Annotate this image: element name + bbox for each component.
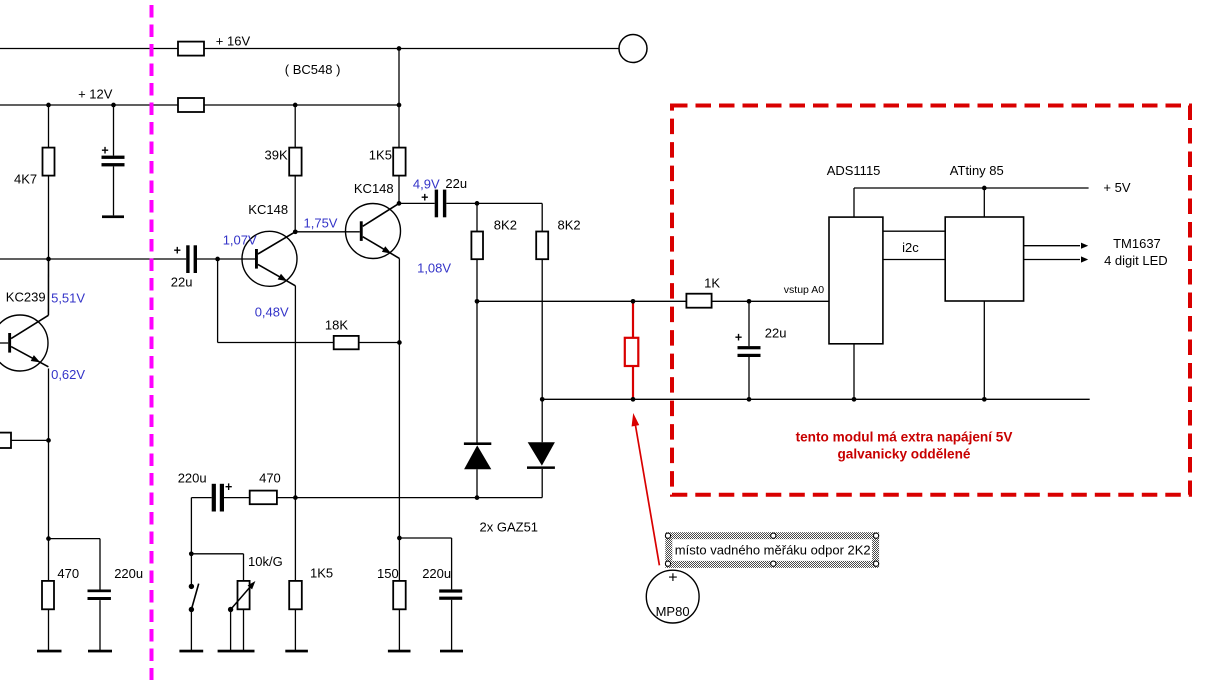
svg-text:1,07V: 1,07V: [223, 232, 257, 247]
svg-text:4K7: 4K7: [14, 172, 37, 187]
svg-text:470: 470: [259, 470, 281, 485]
svg-text:KC239: KC239: [6, 290, 46, 305]
svg-text:10k/G: 10k/G: [248, 554, 283, 569]
svg-text:0,62V: 0,62V: [51, 367, 85, 382]
svg-text:4 digit LED: 4 digit LED: [1104, 253, 1168, 268]
svg-text:MP80: MP80: [656, 604, 690, 619]
svg-text:22u: 22u: [765, 326, 787, 341]
svg-text:220u: 220u: [178, 470, 207, 485]
svg-text:1K5: 1K5: [310, 566, 333, 581]
svg-text:i2c: i2c: [902, 240, 919, 255]
svg-text:vstup A0: vstup A0: [784, 284, 824, 296]
svg-text:tento modul má extra napájení: tento modul má extra napájení 5V: [796, 430, 1013, 445]
svg-text:220u: 220u: [422, 566, 451, 581]
svg-text:místo vadného měřáku odpor 2K2: místo vadného měřáku odpor 2K2: [675, 543, 871, 558]
svg-text:22u: 22u: [171, 275, 193, 290]
svg-text:4,9V: 4,9V: [413, 176, 440, 191]
svg-text:5,51V: 5,51V: [51, 290, 85, 305]
svg-text:8K2: 8K2: [494, 217, 517, 232]
svg-text:1K5: 1K5: [369, 147, 392, 162]
svg-text:+: +: [174, 243, 181, 257]
svg-text:1K: 1K: [704, 275, 720, 290]
svg-text:8K2: 8K2: [558, 217, 581, 232]
svg-text:150: 150: [377, 566, 399, 581]
svg-text:1,75V: 1,75V: [304, 215, 338, 230]
svg-text:18K: 18K: [325, 318, 348, 333]
svg-text:39K: 39K: [265, 147, 288, 162]
svg-text:+ 5V: + 5V: [1103, 180, 1130, 195]
svg-text:( BC548 ): ( BC548 ): [285, 62, 341, 77]
svg-text:TM1637: TM1637: [1113, 236, 1161, 251]
svg-text:+: +: [421, 190, 428, 204]
svg-text:1,08V: 1,08V: [417, 261, 451, 276]
svg-text:2x GAZ51: 2x GAZ51: [480, 520, 539, 535]
svg-text:+: +: [735, 331, 742, 345]
svg-text:+: +: [225, 480, 232, 494]
svg-text:ADS1115: ADS1115: [827, 163, 881, 178]
svg-text:+: +: [101, 144, 108, 158]
svg-text:22u: 22u: [445, 176, 467, 191]
svg-text:0,48V: 0,48V: [255, 305, 289, 320]
svg-text:+: +: [668, 570, 677, 587]
svg-text:220u: 220u: [114, 566, 143, 581]
svg-text:+ 16V: + 16V: [216, 34, 251, 49]
svg-text:galvanicky oddělené: galvanicky oddělené: [838, 447, 971, 462]
svg-text:KC148: KC148: [248, 202, 288, 217]
svg-text:470: 470: [57, 566, 79, 581]
svg-text:ATtiny 85: ATtiny 85: [950, 163, 1004, 178]
svg-text:+ 12V: + 12V: [78, 86, 113, 101]
svg-text:KC148: KC148: [354, 181, 394, 196]
